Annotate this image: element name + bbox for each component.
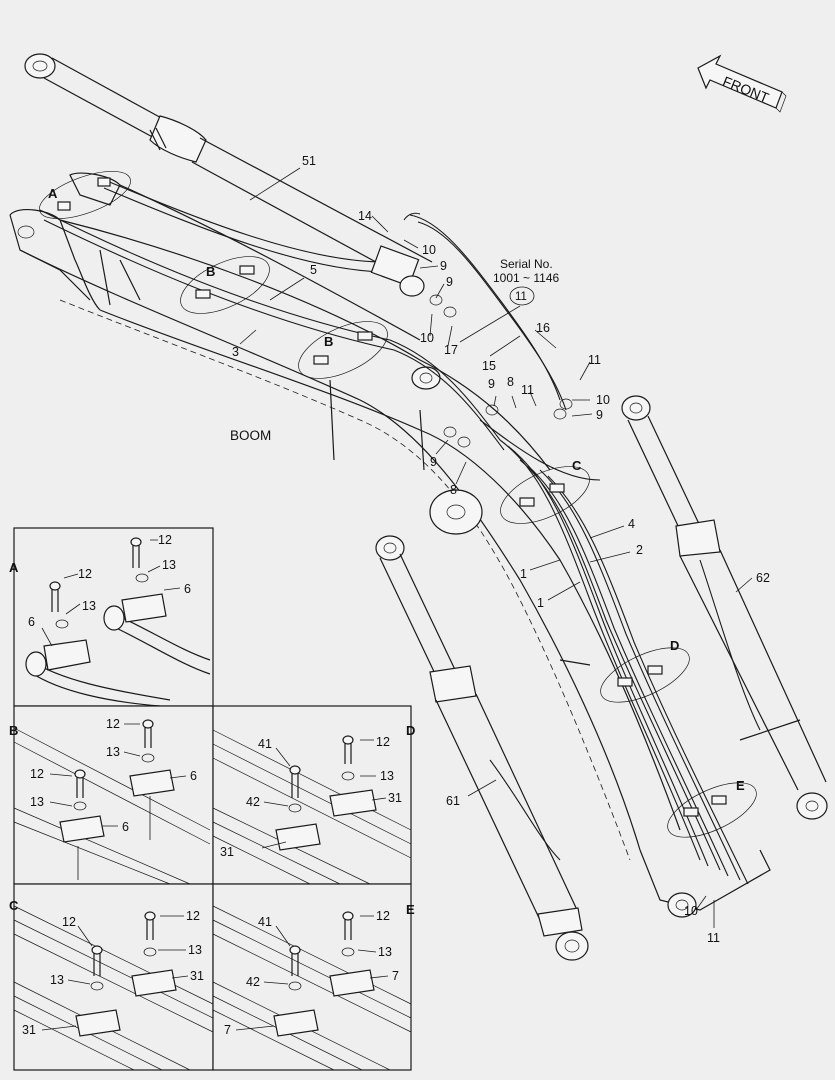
clamp-group-e (667, 782, 757, 838)
detail-panel-c: C 12 13 31 12 13 31 (9, 883, 214, 1071)
callout-3: 3 (232, 345, 239, 359)
callout-17: 17 (444, 343, 458, 357)
callout-2: 2 (636, 543, 643, 557)
callout-61: 61 (446, 794, 460, 808)
callout-6: 6 (28, 615, 35, 629)
callout-1: 1 (520, 567, 527, 581)
callout-9: 9 (440, 259, 447, 273)
callout-12: 12 (376, 909, 390, 923)
callout-13: 13 (380, 769, 394, 783)
detail-panel-a: A 12 13 6 12 13 6 (9, 527, 214, 707)
callout-42: 42 (246, 975, 260, 989)
callout-42: 42 (246, 795, 260, 809)
callout-12: 12 (106, 717, 120, 731)
detail-panel-b: B 12 13 6 12 13 6 (9, 705, 214, 885)
callout-51: 51 (302, 154, 316, 168)
callout-12: 12 (78, 567, 92, 581)
callout-9: 9 (596, 408, 603, 422)
leader-lines (239, 167, 753, 928)
clamp-group-b1 (180, 256, 270, 314)
callout-6: 6 (190, 769, 197, 783)
panel-c-letter: C (9, 898, 19, 913)
callout-13: 13 (188, 943, 202, 957)
callout-9: 9 (430, 455, 437, 469)
serial-label: Serial No. (500, 257, 553, 271)
callout-41: 41 (258, 737, 272, 751)
hydraulic-lines (39, 177, 749, 885)
detail-marker-d: D (670, 638, 679, 653)
callout-10: 10 (684, 904, 698, 918)
detail-panel-d: D 41 42 31 12 13 31 (212, 705, 415, 885)
callout-12: 12 (186, 909, 200, 923)
callout-14: 14 (358, 209, 372, 223)
boom-cylinder-62 (621, 395, 828, 820)
callout-10: 10 (596, 393, 610, 407)
callout-8: 8 (450, 483, 457, 497)
callout-11: 11 (588, 353, 601, 367)
callout-6: 6 (184, 582, 191, 596)
panel-e-letter: E (406, 902, 415, 917)
callout-10: 10 (422, 243, 436, 257)
panel-d-letter: D (406, 723, 415, 738)
callout-7: 7 (392, 969, 399, 983)
callout-9: 9 (488, 377, 495, 391)
boom-structure (9, 172, 771, 918)
clamp-group-a (39, 171, 131, 219)
callout-31: 31 (22, 1023, 36, 1037)
detail-marker-b: B (324, 334, 333, 349)
callout-12: 12 (158, 533, 172, 547)
callout-7: 7 (224, 1023, 231, 1037)
callout-4: 4 (628, 517, 635, 531)
detail-marker-b: B (206, 264, 215, 279)
detail-marker-a: A (48, 186, 58, 201)
clamp-group-d (600, 647, 690, 703)
callout-12: 12 (62, 915, 76, 929)
callout-12: 12 (30, 767, 44, 781)
callout-15: 15 (482, 359, 496, 373)
detail-marker-c: C (572, 458, 582, 473)
callout-31: 31 (388, 791, 402, 805)
callout-41: 41 (258, 915, 272, 929)
clamp-group-b2 (298, 321, 388, 379)
callout-11: 11 (521, 383, 534, 397)
callout-1: 1 (537, 596, 544, 610)
main-callouts: 51 14 10 9 9 10 17 15 16 11 9 8 11 10 9 … (48, 154, 770, 945)
callout-9: 9 (446, 275, 453, 289)
callout-13: 13 (378, 945, 392, 959)
serial-range: 1001 ~ 1146 (493, 271, 560, 285)
panel-b-letter: B (9, 723, 18, 738)
callout-13: 13 (82, 599, 96, 613)
callout-13: 13 (162, 558, 176, 572)
callout-12: 12 (376, 735, 390, 749)
callout-13: 13 (50, 973, 64, 987)
clamp-group-c (500, 466, 590, 524)
callout-5: 5 (310, 263, 317, 277)
callout-13: 13 (106, 745, 120, 759)
arm-cylinder (24, 53, 433, 287)
callout-16: 16 (536, 321, 550, 335)
callout-10: 10 (420, 331, 434, 345)
callout-31: 31 (220, 845, 234, 859)
serial-ref-number: 11 (515, 291, 527, 303)
boom-label: BOOM (230, 428, 271, 443)
callout-8: 8 (507, 375, 514, 389)
callout-6: 6 (122, 820, 129, 834)
front-arrow-icon: FRONT (697, 54, 787, 113)
callout-13: 13 (30, 795, 44, 809)
detail-panel-e: E 41 42 7 12 13 7 (212, 883, 415, 1071)
callout-31: 31 (190, 969, 204, 983)
serial-ref-circle (509, 286, 535, 306)
fitting-assembly (370, 212, 573, 448)
callout-62: 62 (756, 571, 770, 585)
boom-cylinder-61 (375, 535, 589, 961)
panel-a-letter: A (9, 560, 19, 575)
callout-11: 11 (707, 931, 720, 945)
detail-marker-e: E (736, 778, 745, 793)
